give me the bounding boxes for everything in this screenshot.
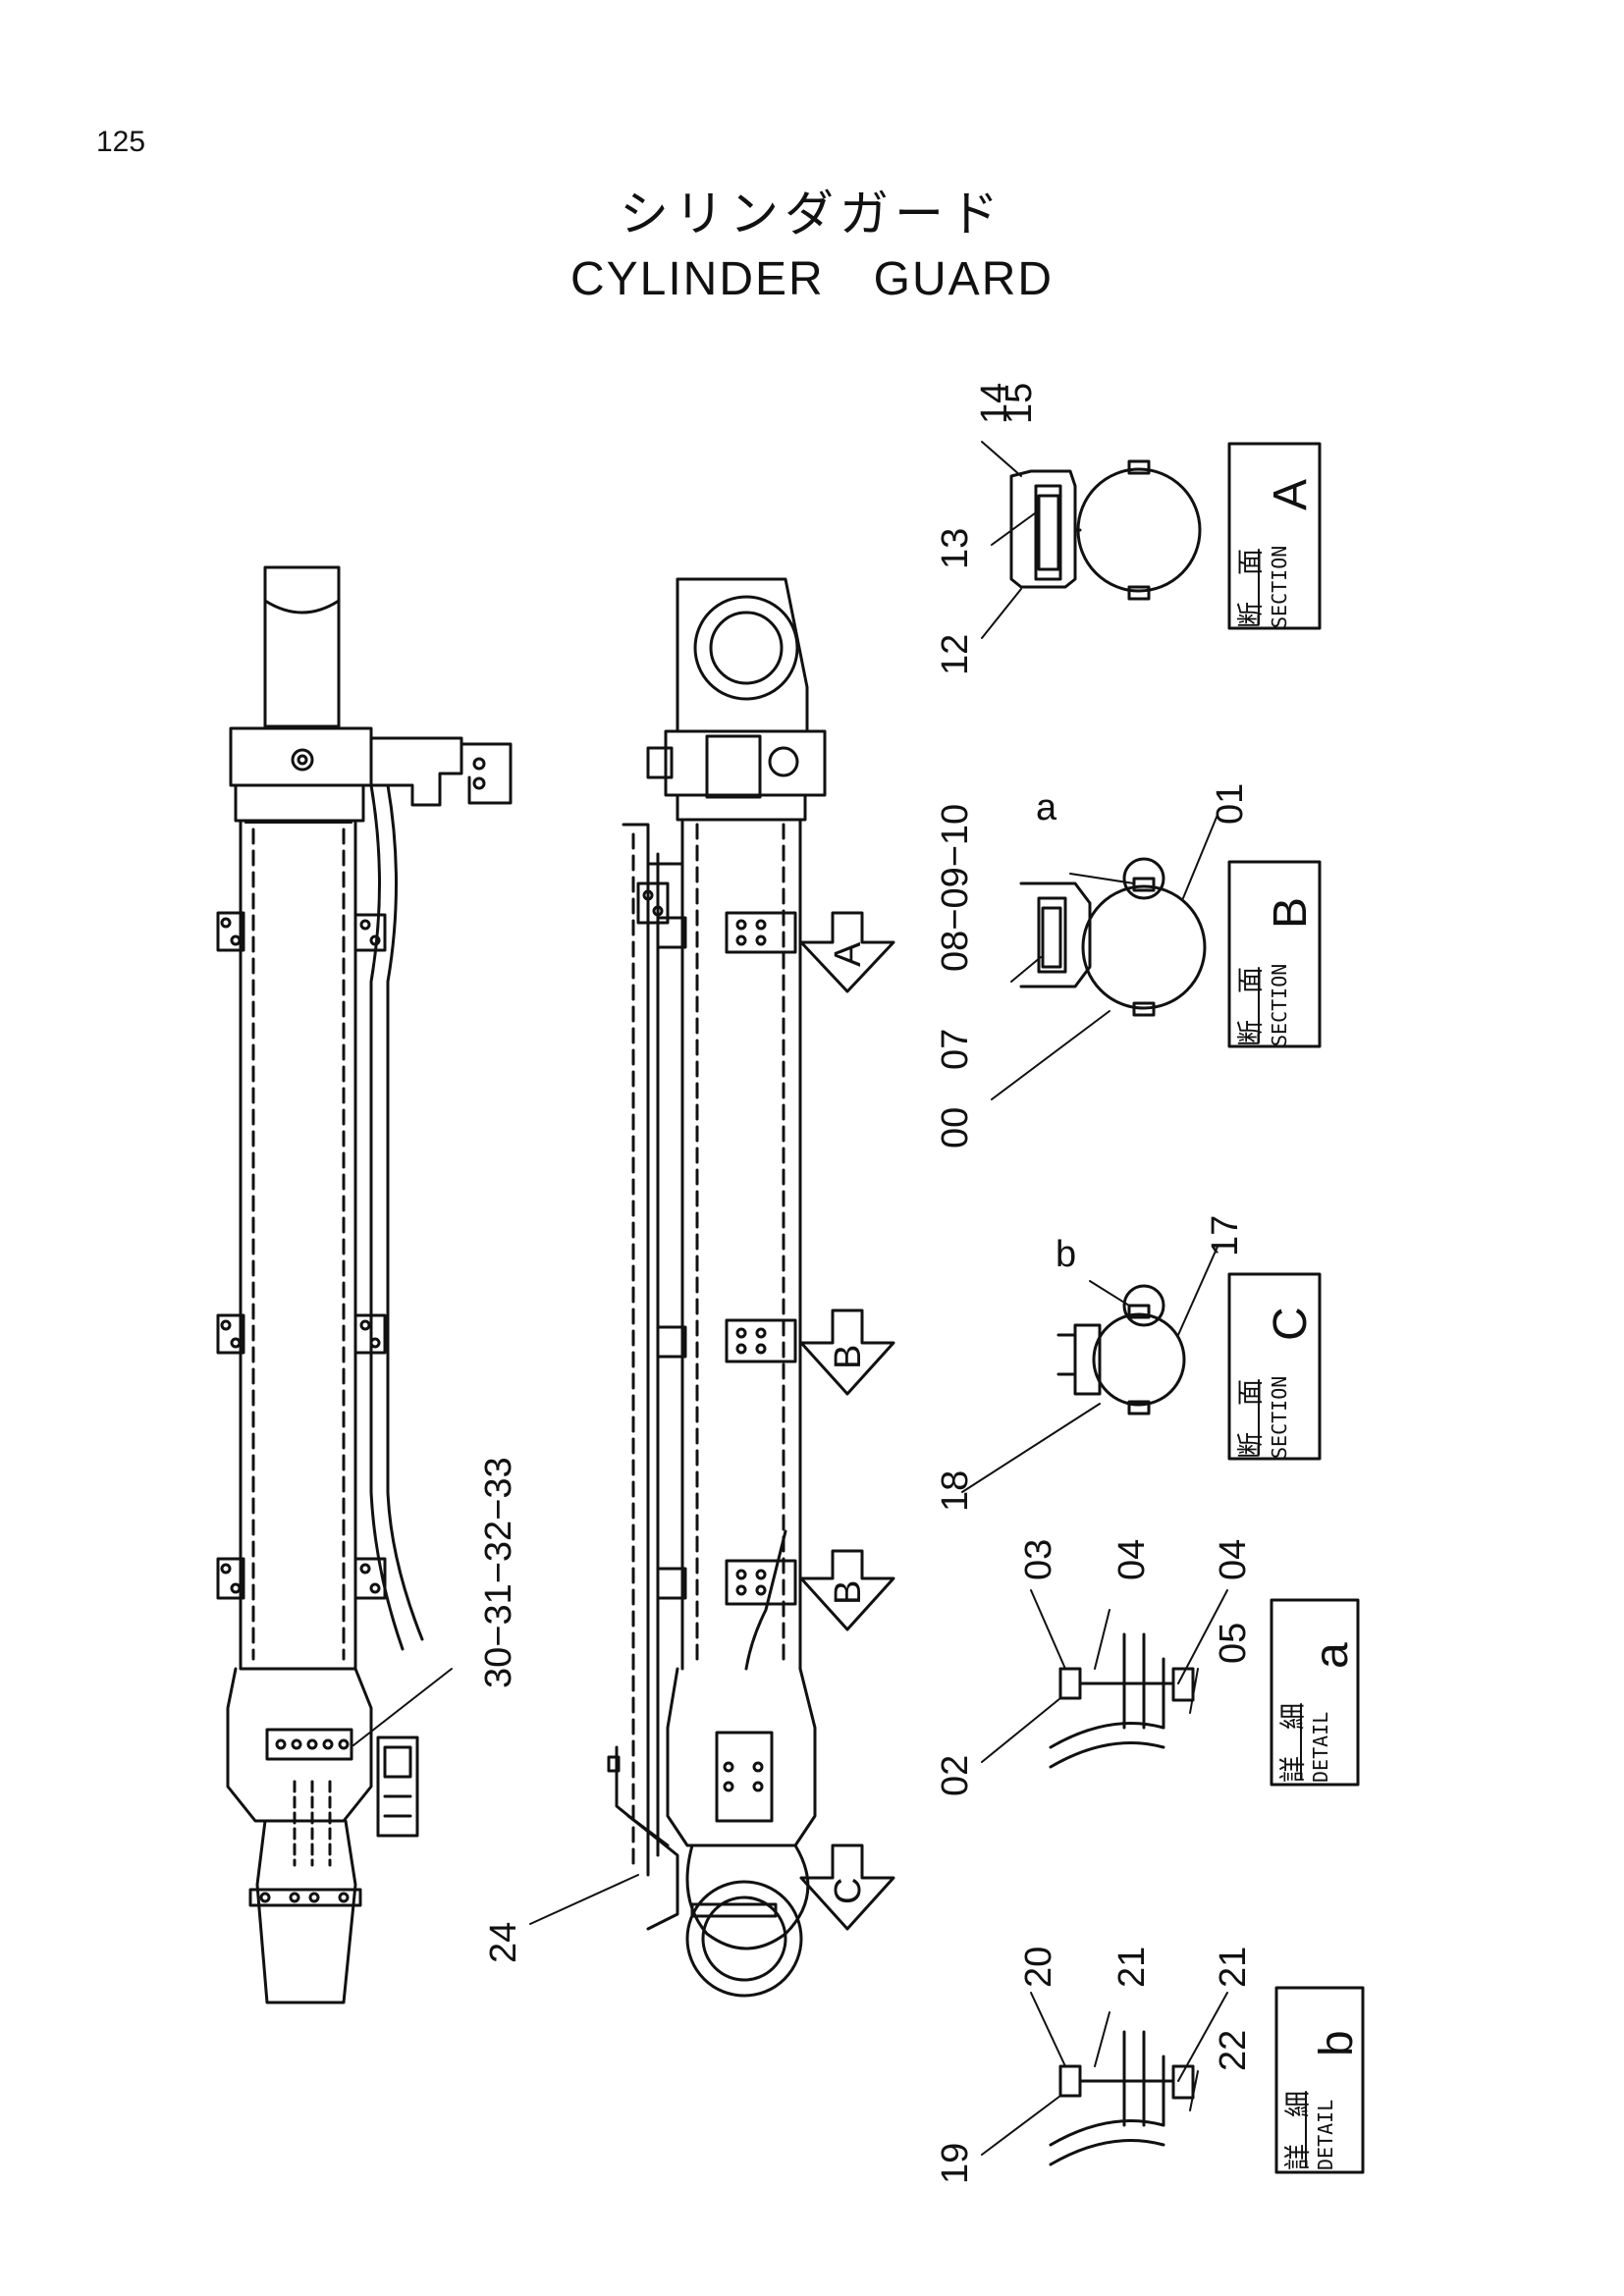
- section-arrow-a: [799, 911, 895, 993]
- label-21-a: 21: [1111, 1947, 1153, 1988]
- label-04-a: 04: [1111, 1539, 1153, 1580]
- clamp-mid-2: [656, 1318, 797, 1363]
- callout-labels: 30−31−32−33 24 14 15 13 12 08−09−10 a 01…: [478, 383, 1254, 2184]
- cylinder-side-view: [607, 577, 827, 1998]
- detail-a-drawing: [1049, 1632, 1195, 1769]
- section-box-a: 断 面 SECTION A: [1227, 442, 1322, 630]
- clamp-mid-1: [656, 911, 797, 954]
- svg-text:断 面: 断 面: [1236, 967, 1267, 1046]
- label-04-b: 04: [1213, 1539, 1254, 1580]
- clamp-left-2: [216, 1313, 387, 1355]
- svg-text:詳 細: 詳 細: [1278, 1703, 1309, 1783]
- svg-text:詳 細: 詳 細: [1283, 2091, 1314, 2170]
- label-13: 13: [935, 528, 976, 569]
- detail-box-b: 詳 細 DETAIL b: [1274, 1986, 1365, 2174]
- label-30-33: 30−31−32−33: [478, 1457, 519, 1688]
- arrow-letter-a: A: [828, 941, 869, 967]
- label-12: 12: [935, 634, 976, 675]
- label-19: 19: [935, 2143, 976, 2184]
- title-english: CYLINDER GUARD: [569, 253, 1055, 305]
- label-18: 18: [935, 1470, 976, 1512]
- section-a-drawing: [1009, 459, 1202, 601]
- section-arrow-b2: [799, 1549, 895, 1631]
- label-00: 00: [935, 1107, 976, 1148]
- label-17: 17: [1205, 1215, 1246, 1256]
- section-box-b: 断 面 SECTION B: [1227, 860, 1322, 1048]
- label-20: 20: [1018, 1947, 1059, 1988]
- arrow-letter-b2: B: [828, 1580, 869, 1605]
- section-arrow-c: [799, 1843, 895, 1931]
- clamp-mid-3: [656, 1559, 797, 1606]
- svg-text:DETAIL: DETAIL: [1309, 1712, 1332, 1783]
- svg-text:B: B: [1265, 897, 1317, 929]
- label-07: 07: [935, 1029, 976, 1070]
- label-a: a: [1036, 787, 1057, 828]
- page-number: 125: [96, 126, 146, 158]
- section-box-c: 断 面 SECTION C: [1227, 1272, 1322, 1461]
- label-b: b: [1056, 1234, 1076, 1275]
- section-arrow-b1: [799, 1308, 895, 1396]
- cylinder-top-view: [216, 565, 513, 2004]
- label-05: 05: [1213, 1623, 1254, 1664]
- detail-b-drawing: [1049, 2030, 1195, 2166]
- section-c-drawing: [1056, 1284, 1186, 1415]
- svg-text:断 面: 断 面: [1236, 549, 1267, 628]
- clamp-left-3: [216, 1557, 387, 1600]
- arrow-letter-c: C: [828, 1878, 869, 1904]
- svg-text:A: A: [1265, 479, 1317, 510]
- label-02: 02: [935, 1755, 976, 1796]
- label-22: 22: [1213, 2030, 1254, 2071]
- arrow-letter-b1: B: [828, 1345, 869, 1369]
- leader-lines: [352, 441, 1228, 2156]
- title-japanese: シリンダガード: [620, 186, 1004, 242]
- svg-text:SECTION: SECTION: [1268, 1376, 1291, 1459]
- svg-text:断 面: 断 面: [1236, 1379, 1267, 1459]
- label-24: 24: [483, 1922, 524, 1963]
- label-15: 15: [999, 383, 1040, 424]
- svg-text:b: b: [1311, 2030, 1363, 2056]
- svg-text:a: a: [1306, 1642, 1358, 1669]
- label-21-b: 21: [1213, 1947, 1254, 1988]
- svg-text:SECTION: SECTION: [1268, 964, 1291, 1046]
- svg-text:DETAIL: DETAIL: [1314, 2100, 1337, 2170]
- label-08-10: 08−09−10: [935, 804, 976, 972]
- svg-text:SECTION: SECTION: [1268, 546, 1291, 628]
- svg-text:C: C: [1265, 1307, 1317, 1341]
- clamp-left-1: [216, 911, 387, 952]
- label-01: 01: [1210, 783, 1251, 825]
- section-b-drawing: [1019, 857, 1207, 1017]
- label-14: 14: [974, 383, 1015, 424]
- detail-box-a: 詳 細 DETAIL a: [1270, 1598, 1360, 1787]
- label-03: 03: [1018, 1539, 1059, 1580]
